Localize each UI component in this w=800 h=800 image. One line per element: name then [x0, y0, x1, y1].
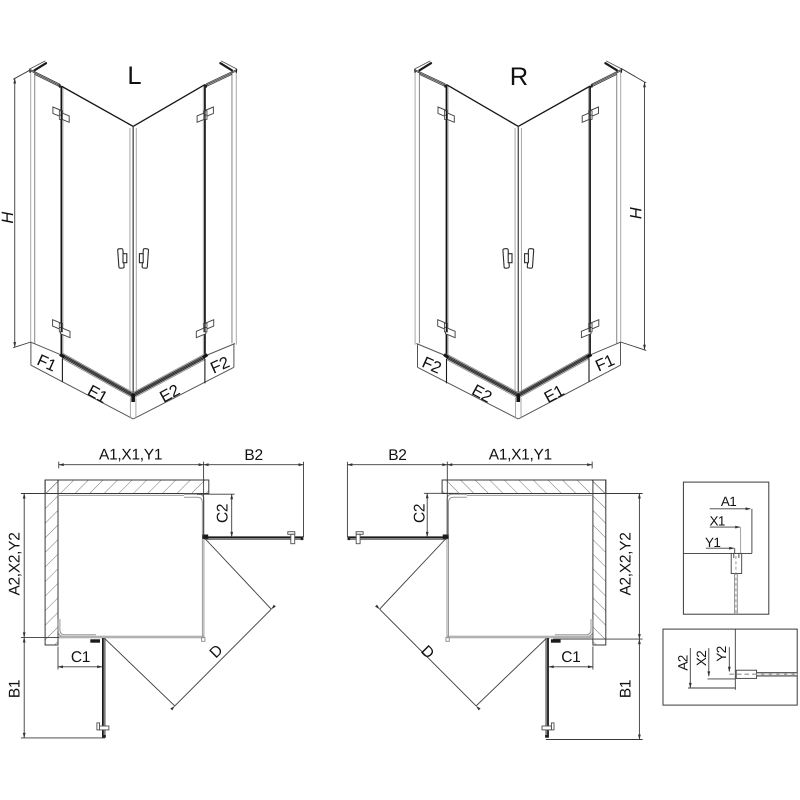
svg-text:H: H: [0, 212, 17, 224]
svg-text:B2: B2: [244, 447, 262, 464]
svg-text:A2,X2,Y2: A2,X2,Y2: [618, 532, 635, 595]
svg-text:X2: X2: [694, 651, 709, 666]
svg-text:B1: B1: [618, 680, 635, 698]
svg-text:C1: C1: [561, 649, 580, 666]
svg-text:C1: C1: [71, 649, 90, 666]
svg-text:Y2: Y2: [714, 646, 729, 661]
svg-text:A2: A2: [676, 655, 691, 670]
svg-text:C2: C2: [215, 504, 232, 523]
svg-text:H: H: [626, 207, 644, 219]
svg-text:B1: B1: [7, 680, 24, 698]
svg-text:L: L: [127, 62, 141, 90]
svg-text:A1,X1,Y1: A1,X1,Y1: [99, 446, 162, 463]
svg-text:A1,X1,Y1: A1,X1,Y1: [489, 446, 552, 463]
svg-text:R: R: [510, 63, 528, 91]
svg-text:Y1: Y1: [705, 535, 720, 550]
svg-text:B2: B2: [388, 447, 406, 464]
svg-text:X1: X1: [710, 514, 725, 529]
svg-text:A1: A1: [721, 494, 736, 509]
svg-text:C2: C2: [412, 504, 429, 523]
svg-text:A2,X2,Y2: A2,X2,Y2: [7, 532, 24, 595]
